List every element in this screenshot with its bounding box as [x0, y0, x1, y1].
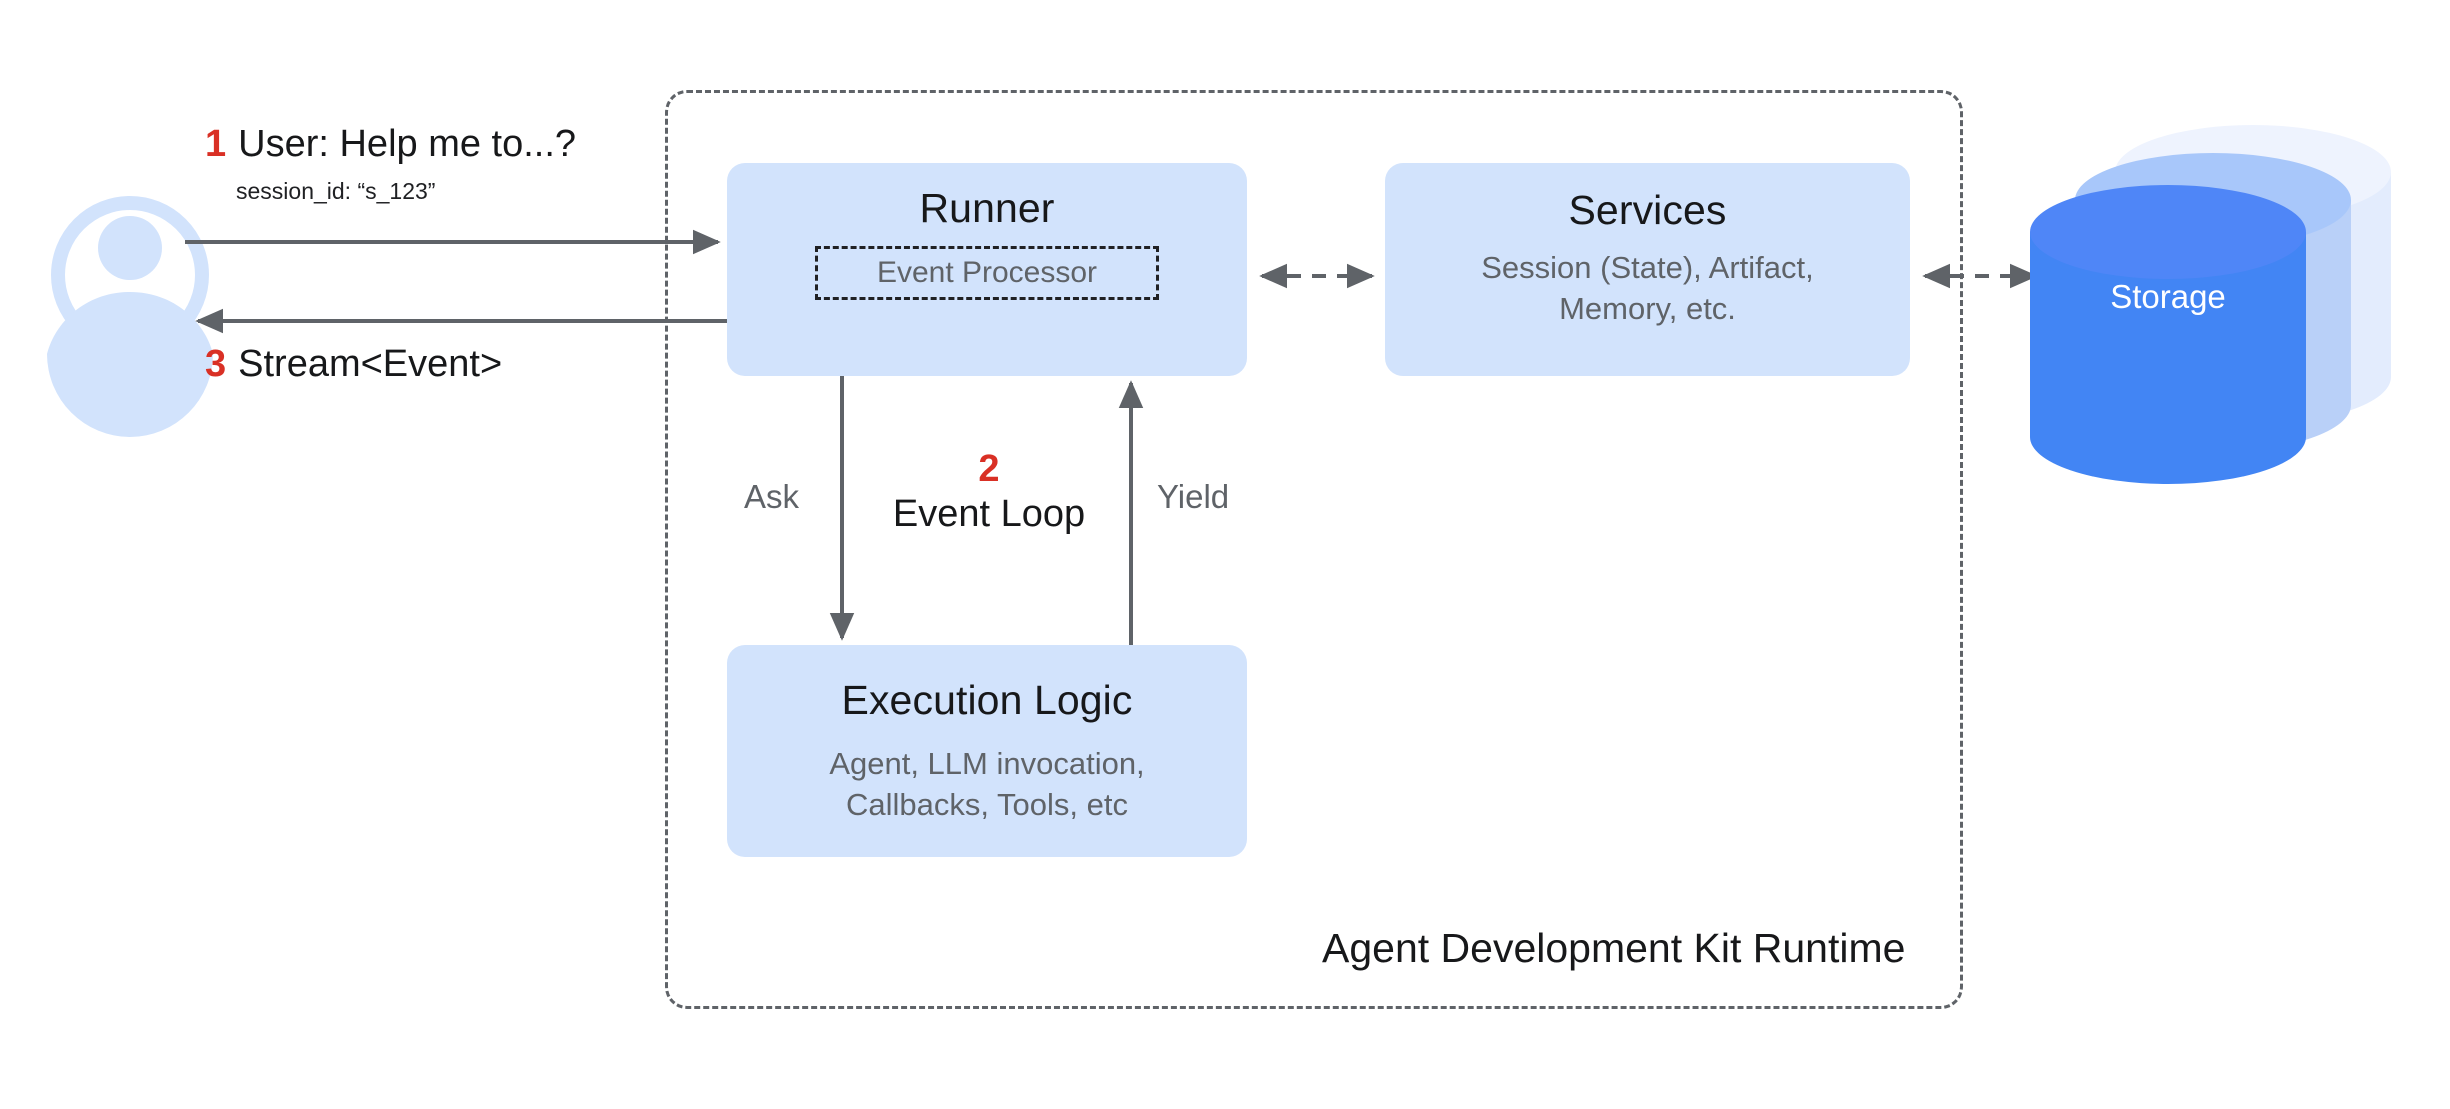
flow-step-number-1: 1 — [205, 123, 227, 165]
node-execution-logic[interactable]: Execution Logic Agent, LLM invocation, C… — [727, 645, 1247, 857]
node-services[interactable]: Services Session (State), Artifact, Memo… — [1385, 163, 1910, 376]
edge-label-ask: Ask — [744, 478, 800, 515]
flow-label-session-id: session_id: “s_123” — [236, 178, 436, 204]
node-services-subtitle: Session (State), Artifact, Memory, etc. — [1481, 250, 1814, 326]
node-event-processor[interactable]: Event Processor — [815, 246, 1159, 300]
edge-label-yield: Yield — [1157, 478, 1230, 515]
flow-label-stream-event-text: Stream<Event> — [238, 343, 503, 385]
node-event-processor-label: Event Processor — [876, 256, 1098, 289]
node-services-title: Services — [1568, 187, 1727, 233]
node-execution-logic-title: Execution Logic — [841, 677, 1133, 723]
flow-label-user-request-text: User: Help me to...? — [238, 123, 577, 165]
node-execution-logic-subtitle: Agent, LLM invocation, Callbacks, Tools,… — [829, 746, 1145, 822]
event-loop-label-group: 2 Event Loop — [889, 448, 1089, 538]
node-runner-title: Runner — [919, 185, 1055, 231]
adk-runtime-label: Agent Development Kit Runtime — [1322, 925, 1906, 971]
flow-step-number-2: 2 — [978, 448, 1000, 490]
flow-label-user-request: 1 User: Help me to...? — [205, 123, 576, 166]
flow-label-stream-event: 3 Stream<Event> — [205, 343, 502, 386]
node-storage[interactable]: Storage — [2030, 100, 2420, 460]
node-runner[interactable]: Runner Event Processor — [727, 163, 1247, 376]
storage-cylinder-front — [2030, 185, 2306, 484]
user-avatar-icon — [47, 196, 213, 437]
event-loop-label-text: Event Loop — [892, 492, 1086, 535]
node-storage-label: Storage — [2110, 278, 2226, 315]
flow-step-number-3: 3 — [205, 343, 227, 385]
